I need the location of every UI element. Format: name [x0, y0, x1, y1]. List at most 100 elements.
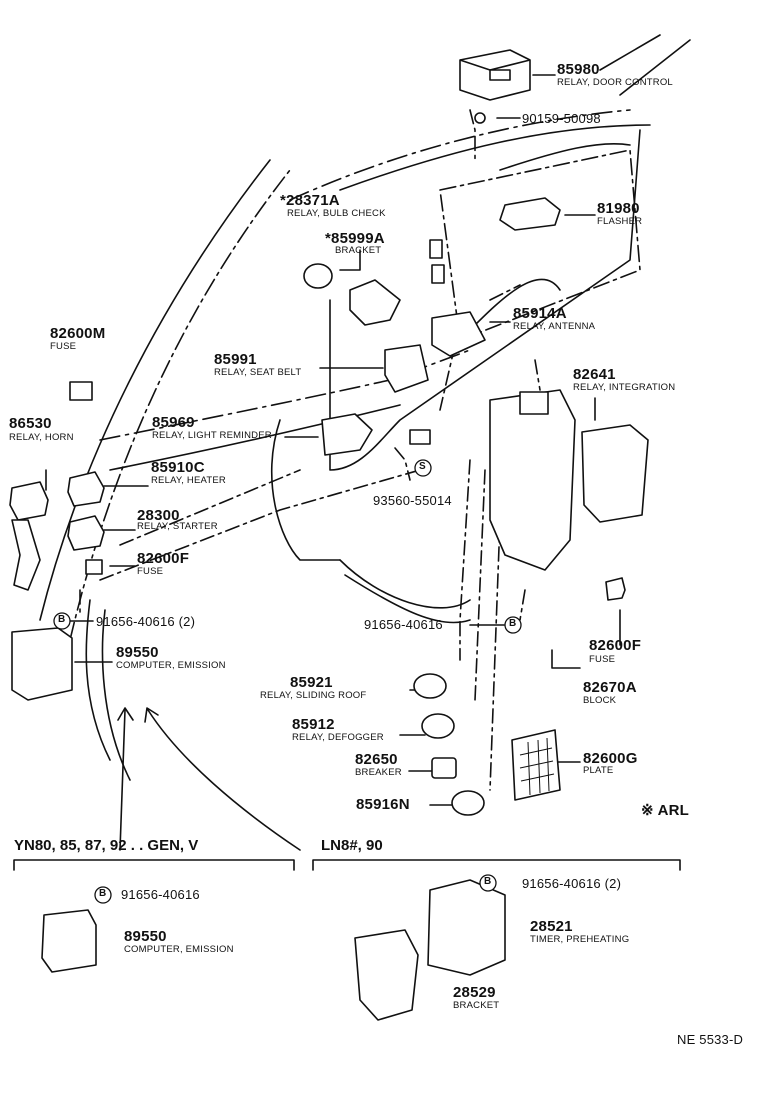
variant-right-bracket-name: BRACKET: [453, 1000, 500, 1011]
part-number-28371a: *28371A: [280, 192, 340, 209]
part-number-82600f-right: 82600F: [589, 637, 642, 654]
variant-arrow-right: [147, 709, 301, 851]
part-name-86530: RELAY, HORN: [9, 432, 74, 443]
part-name-82600f-right: FUSE: [589, 654, 616, 665]
part-number-85910c: 85910C: [151, 459, 205, 476]
part-number-82670a: 82670A: [583, 679, 637, 696]
variant-left-part-number: 89550: [124, 928, 167, 945]
heater-relay-body: [67, 471, 105, 507]
part-number-85916n: 85916N: [356, 796, 410, 813]
defogger-relay-body: [421, 713, 455, 739]
dash-panel-outline: [329, 129, 641, 471]
part-name-85912: RELAY, DEFOGGER: [292, 732, 384, 743]
bolt-letter-variant-left: B: [99, 888, 107, 899]
switch-1: [409, 429, 431, 445]
bolt-symbol-left: [53, 612, 71, 630]
part-number-85969: 85969: [152, 414, 195, 431]
part-name-81980: FLASHER: [597, 216, 643, 227]
part-number-86530: 86530: [9, 415, 52, 432]
part-number-85980: 85980: [557, 61, 600, 78]
part-name-82650: BREAKER: [355, 767, 402, 778]
integration-relay-body: [581, 424, 649, 523]
part-name-85914a: RELAY, ANTENNA: [513, 321, 596, 332]
left-side-bracket: [11, 519, 41, 591]
part-name-85980: RELAY, DOOR CONTROL: [557, 77, 673, 88]
vent-2: [431, 264, 445, 284]
windshield-pillar-line-2: [69, 169, 291, 641]
variant-arrow-left: [119, 709, 126, 851]
bolt-letter-variant-right: B: [484, 876, 492, 887]
part-number-82600m: 82600M: [50, 325, 106, 342]
breaker-body: [431, 757, 457, 779]
sliding-roof-relay-body: [413, 673, 447, 699]
antenna-relay-body: [431, 311, 486, 357]
part-name-85910c: RELAY, HEATER: [151, 475, 226, 486]
screw-letter: S: [419, 461, 426, 472]
part-number-85999a: *85999A: [325, 230, 385, 247]
relay-85916n-body: [451, 790, 485, 816]
bolt-symbol-variant-left: [94, 886, 112, 904]
left-section-bracket: [13, 859, 295, 871]
variant-right-bracket-number: 28529: [453, 984, 496, 1001]
part-name-28300: RELAY, STARTER: [137, 521, 218, 532]
variant-left-header: YN80, 85, 87, 92 . . GEN, V: [14, 837, 199, 854]
junction-relay-top: [519, 391, 549, 415]
roof-line-1: [619, 39, 691, 96]
bolt-letter-left: B: [58, 614, 66, 625]
screw-90159: [474, 112, 486, 124]
part-number-85991: 85991: [214, 351, 257, 368]
bolt-symbol-variant-right: [479, 874, 497, 892]
fuse-82600f-right-body: [605, 577, 626, 601]
part-number-85912: 85912: [292, 716, 335, 733]
left-door-edge: [85, 599, 111, 761]
variant-right-header: LN8#, 90: [321, 837, 383, 854]
floor-line-2: [344, 574, 471, 624]
variant-left-computer-body: [41, 909, 97, 973]
part-number-82600g: 82600G: [583, 750, 638, 767]
screw-symbol: [414, 459, 432, 477]
fuse-82600f-left-body: [85, 559, 103, 575]
lower-dash: [99, 349, 471, 441]
part-number-82650: 82650: [355, 751, 398, 768]
variant-left-part-name: COMPUTER, EMISSION: [124, 944, 234, 955]
part-name-82600f-left: FUSE: [137, 566, 164, 577]
part-number-82600f-left: 82600F: [137, 550, 190, 567]
roof-line-2: [599, 34, 661, 71]
part-name-85991: RELAY, SEAT BELT: [214, 367, 302, 378]
bulb-check-relay-body: [303, 263, 333, 289]
lower-dash-2: [109, 404, 401, 471]
part-name-82641: RELAY, INTEGRATION: [573, 382, 676, 393]
part-name-28371a: RELAY, BULB CHECK: [287, 208, 386, 219]
part-number-82641: 82641: [573, 366, 616, 383]
variant-right-timer-number: 28521: [530, 918, 573, 935]
part-number-85921: 85921: [290, 674, 333, 691]
fuse-82600m-body: [69, 381, 93, 401]
part-number-91656-left: 91656-40616 (2): [96, 614, 196, 629]
seat-belt-relay-body: [384, 344, 429, 393]
instrument-cluster: [439, 149, 641, 341]
dash-upper-line: [339, 124, 651, 191]
part-number-85914a: 85914A: [513, 305, 567, 322]
drawing-code: NE 5533-D: [677, 1032, 744, 1047]
part-number-93560: 93560-55014: [373, 493, 452, 508]
starter-relay-body: [67, 515, 105, 551]
part-number-81980: 81980: [597, 200, 640, 217]
bolt-symbol-center: [504, 616, 522, 634]
variant-left-bolt: 91656-40616: [121, 887, 200, 902]
part-name-89550: COMPUTER, EMISSION: [116, 660, 226, 671]
part-name-82600m: FUSE: [50, 341, 77, 352]
part-name-85999a: BRACKET: [335, 245, 382, 256]
cluster-hood: [499, 142, 631, 171]
part-number-90159: 90159-50098: [522, 111, 601, 126]
windshield-pillar-line: [39, 159, 271, 621]
bracket-28529-body: [354, 929, 419, 1021]
arl-note: ※ ARL: [641, 802, 690, 819]
flasher-body: [499, 197, 561, 231]
right-section-bracket: [312, 859, 681, 871]
dash-top-line: [289, 109, 631, 201]
light-reminder-relay-body: [321, 413, 373, 456]
part-number-89550: 89550: [116, 644, 159, 661]
part-name-82670a: BLOCK: [583, 695, 617, 706]
